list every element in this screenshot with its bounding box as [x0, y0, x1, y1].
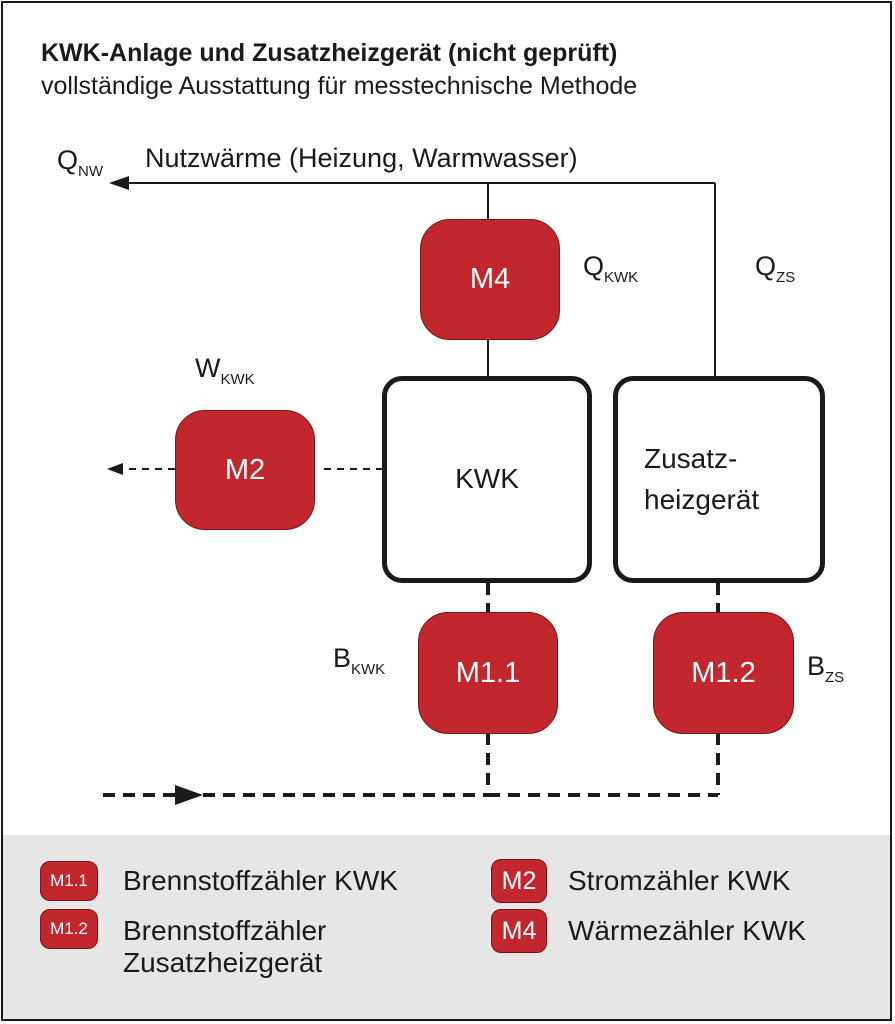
- b-kwk-label: BKWK: [333, 643, 386, 678]
- auxiliary-heater-label: Zusatz- heizgerät: [644, 442, 760, 515]
- legend-icon-m1-2: M1.2: [40, 909, 98, 949]
- useful-heat-arrowhead: [109, 176, 129, 190]
- meter-m1-2: M1.2: [653, 612, 794, 734]
- meter-m2: M2: [175, 410, 315, 530]
- diagram-title: KWK-Anlage und Zusatzheizgerät (nicht ge…: [41, 39, 618, 67]
- meter-m4: M4: [420, 219, 560, 340]
- b-zs-label: BZS: [807, 651, 845, 686]
- q-kwk-label: QKWK: [583, 251, 639, 286]
- useful-heat-label: Nutzwärme (Heizung, Warmwasser): [145, 143, 578, 173]
- legend: M1.1 Brennstoffzähler KWK M1.2 Brennstof…: [3, 835, 890, 1019]
- legend-text-m1-2: Brennstoffzähler Zusatzheizgerät: [123, 915, 327, 978]
- legend-icon-m1-1: M1.1: [40, 861, 98, 901]
- q-nw-label: QNW: [57, 145, 104, 180]
- legend-text-m4: Wärmezähler KWK: [568, 915, 807, 946]
- auxiliary-heater-unit: Zusatz- heizgerät: [613, 376, 825, 583]
- kwk-unit: KWK: [382, 376, 592, 583]
- fuel-arrowhead: [175, 785, 203, 805]
- diagram-subtitle: vollständige Ausstattung für messtechnis…: [41, 72, 638, 100]
- legend-text-m2: Stromzähler KWK: [568, 865, 791, 896]
- legend-icon-m2: M2: [491, 859, 547, 903]
- w-kwk-label: WKWK: [195, 353, 255, 388]
- legend-text-m1-1: Brennstoffzähler KWK: [123, 865, 398, 896]
- meter-m1-1: M1.1: [418, 612, 558, 734]
- kwk-unit-label: KWK: [455, 463, 519, 495]
- power-arrowhead: [107, 463, 123, 475]
- connection-lines: [103, 176, 720, 805]
- q-zs-label: QZS: [755, 251, 796, 286]
- legend-icon-m4: M4: [491, 909, 547, 953]
